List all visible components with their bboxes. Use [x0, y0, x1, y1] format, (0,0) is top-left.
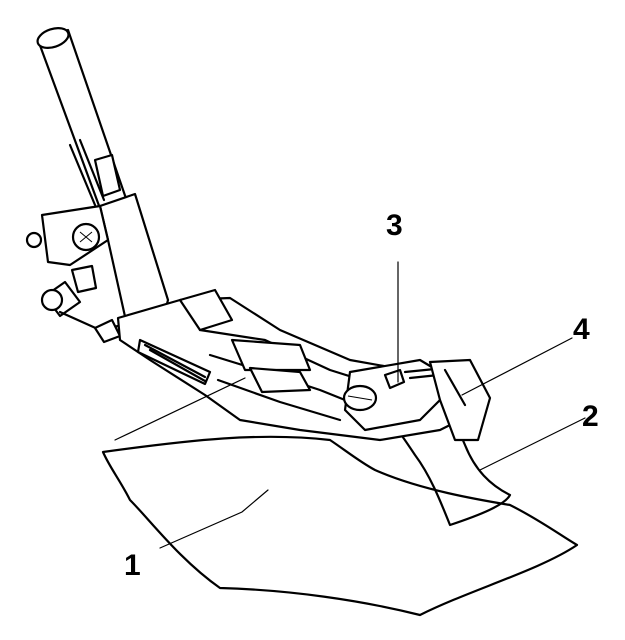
leader-4 — [461, 337, 573, 396]
presser-bar — [36, 27, 132, 224]
leader-1 — [159, 489, 269, 549]
callout-1: 1 — [124, 549, 141, 582]
leader-2 — [479, 417, 586, 471]
callout-4: 4 — [573, 313, 590, 346]
adjust-screw-assembly — [342, 358, 450, 432]
leader-crosshair — [114, 377, 246, 441]
fabric-main — [101, 435, 579, 617]
callout-3: 3 — [386, 209, 403, 242]
foot-shank — [25, 192, 170, 344]
callout-2: 2 — [582, 400, 599, 433]
leader-lines — [114, 261, 586, 549]
edge-guide — [428, 358, 492, 442]
